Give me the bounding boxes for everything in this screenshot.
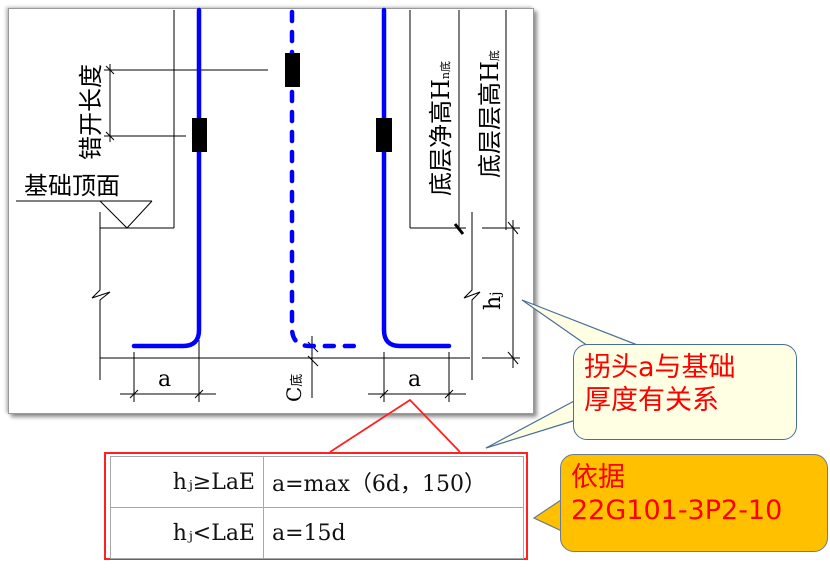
callout-basis-line1: 依据: [571, 462, 625, 493]
rebar-right: [381, 7, 452, 349]
bottom-clear-height-label: 底层净高Hn底: [427, 61, 455, 196]
callout-relation-line2: 厚度有关系: [584, 385, 719, 416]
coupler-middle: [285, 53, 300, 87]
table-pointer: [329, 398, 461, 453]
condition-cell: hⱼ<LaE: [110, 507, 264, 559]
coupler-right: [376, 118, 392, 152]
condition-cell: hⱼ≥LaE: [110, 456, 264, 508]
stagger-length-label: 错开长度: [77, 64, 105, 160]
tick-mark: [453, 223, 465, 235]
table-row: hⱼ≥LaE a=max（6d，150）: [110, 456, 524, 508]
cover-label: C底: [282, 374, 306, 402]
rebar-left: [131, 7, 202, 349]
callout-relation: 拐头a与基础 厚度有关系: [573, 344, 797, 440]
cad-lines: [16, 10, 520, 402]
rule-table: hⱼ≥LaE a=max（6d，150） hⱼ<LaE a=15d: [104, 452, 528, 560]
value-cell: a=15d: [263, 507, 524, 559]
coupler-left: [192, 118, 207, 152]
hj-label: hj: [481, 291, 506, 310]
callout-relation-line1: 拐头a与基础: [584, 352, 736, 383]
dim-a-right-label: a: [408, 367, 421, 392]
table-row: hⱼ<LaE a=15d: [110, 507, 524, 559]
callout-basis: 依据 22G101-3P2-10: [560, 454, 828, 552]
dim-a-left-label: a: [158, 367, 171, 392]
rebar-middle-dashed: [289, 9, 363, 349]
value-cell: a=max（6d，150）: [263, 456, 524, 508]
rebars: [131, 7, 452, 349]
callout-basis-line2: 22G101-3P2-10: [571, 495, 783, 526]
bottom-floor-height-label: 底层层高H底: [476, 50, 504, 178]
foundation-top-label: 基础顶面: [24, 172, 120, 200]
